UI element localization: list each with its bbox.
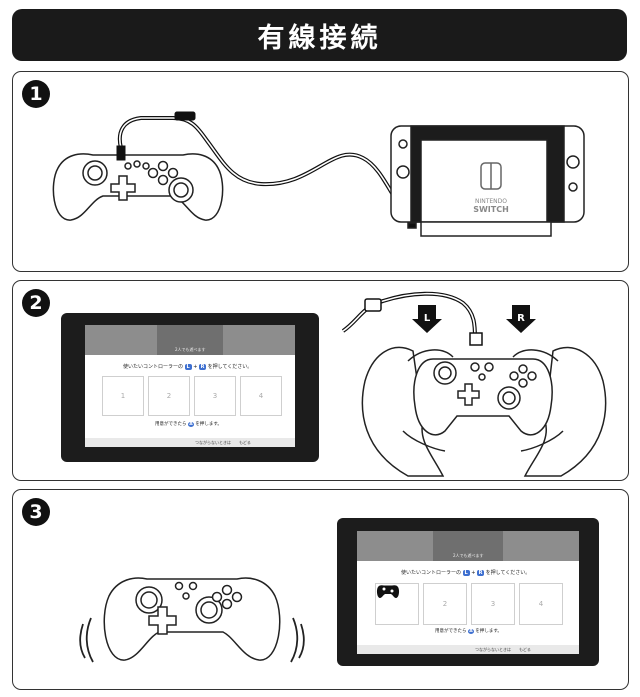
- console-logo-top: NINTENDO: [475, 198, 507, 205]
- console-screen-frame: 2人でも遊べます 使いたいコントローラーの L + R を押してください。 1 …: [61, 313, 319, 462]
- step-1-illustration: NINTENDO SWITCH: [52, 111, 585, 237]
- step-number-1: 1: [22, 80, 50, 108]
- screen-instruction: 使いたいコントローラーの L + R を押してください。: [123, 364, 253, 370]
- console-logo-bottom: SWITCH: [473, 205, 509, 214]
- step-3-illustration: [79, 577, 305, 663]
- player-slot-2[interactable]: 2: [423, 583, 467, 625]
- screen-footer: つながらないときは もどる: [357, 645, 579, 654]
- shoulder-l-label: L: [424, 313, 431, 324]
- step-1-panel: 1 NINTEN: [12, 71, 629, 272]
- shoulder-r-label: R: [517, 313, 525, 324]
- step-2-panel: 2 2人でも遊べます 使いたいコントローラーの L + R を押してください。 …: [12, 280, 629, 481]
- player-slot-1-connected[interactable]: 1P: [375, 583, 419, 625]
- screen-tab-caption: 2人でも遊べます: [453, 553, 484, 558]
- switch-console-icon: [390, 125, 585, 237]
- controller-select-screen: 2人でも遊べます 使いたいコントローラーの L + R を押してください。 1P…: [357, 531, 579, 654]
- controller-icon: [52, 153, 224, 221]
- shoulder-l-arrow-icon: [412, 305, 442, 333]
- screen-instruction: 使いたいコントローラーの L + R を押してください。: [401, 570, 531, 576]
- page-title: 有線接続: [257, 22, 382, 54]
- player-slot-4[interactable]: 4: [240, 376, 282, 416]
- screen-done-text: 用意ができたら A を押します。: [435, 629, 502, 634]
- connected-controller-icon: [376, 585, 400, 598]
- shoulder-r-arrow-icon: [506, 305, 536, 333]
- player-slot-1[interactable]: 1: [102, 376, 144, 416]
- player-slot-3[interactable]: 3: [471, 583, 515, 625]
- screen-footer: つながらないときは もどる: [85, 438, 295, 447]
- player-slot-4[interactable]: 4: [519, 583, 563, 625]
- step-2-illustration: L R: [341, 291, 607, 477]
- title-bar: 有線接続: [12, 9, 627, 61]
- screen-tab-selected: [433, 531, 503, 561]
- console-screen-frame: 2人でも遊べます 使いたいコントローラーの L + R を押してください。 1P…: [337, 518, 599, 666]
- step-number-3: 3: [22, 498, 50, 526]
- controller-icon: [103, 577, 281, 661]
- step-number-2: 2: [22, 289, 50, 317]
- hands-holding-controller-icon: [361, 346, 607, 477]
- player-slot-3[interactable]: 3: [194, 376, 236, 416]
- usb-cable: [341, 291, 477, 340]
- screen-tab-caption: 2人でも遊べます: [175, 347, 206, 352]
- vibration-lines-icon: [79, 617, 305, 663]
- screen-tab-selected: [157, 325, 223, 355]
- player-slot-2[interactable]: 2: [148, 376, 190, 416]
- screen-done-text: 用意ができたら A を押します。: [155, 422, 222, 427]
- step-3-panel: 3 2人でも遊べます 使いたいコントローラーの L + R: [12, 489, 629, 690]
- controller-select-screen: 2人でも遊べます 使いたいコントローラーの L + R を押してください。 1 …: [85, 325, 295, 447]
